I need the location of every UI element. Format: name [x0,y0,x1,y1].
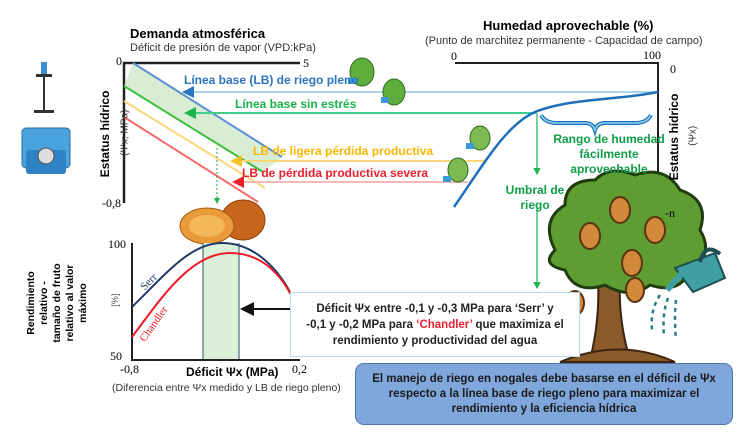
label-slight-loss: LB de ligera pérdida productiva [253,144,434,158]
moisture-subtitle: (Punto de marchitez permanente - Capacid… [425,35,703,47]
note-text: que maximiza el [472,319,564,331]
note-text: -0,1 y -0,2 MPa para [306,319,417,331]
vpd-x-min: 0 [116,54,122,68]
optimal-band [124,63,282,172]
vpd-subtitle: Déficit de presión de vapor (VPD:kPa) [130,42,316,54]
walnut-icon [179,199,266,245]
yield-y-title-line: tamaño de fruto [51,263,63,343]
moisture-x-min: 0 [451,49,457,63]
yield-y-title: Rendimiento relativo - tamaño de fruto r… [25,233,91,373]
soil-moisture-chart [452,62,659,290]
watering-can-icon [650,247,727,341]
vpd-x-max: 5 [303,56,309,70]
moisture-title: Humedad aprovechable (%) [483,18,654,33]
yield-x-max: 0,2 [292,362,307,376]
moisture-y-title: Estatus hídrico [667,93,682,181]
note-line: -0,1 y -0,2 MPa para ‘Chandler’ que maxi… [291,317,579,333]
leaf-character-icon [348,57,491,183]
walnut-tree-icon [547,169,708,363]
yield-y-min: 50 [110,349,122,363]
moisture-y-unit: (Ψx) [687,125,699,146]
threshold-label: Umbral de riego [505,183,565,212]
label-full-irrigation: Línea base (LB) de riego pleno [184,73,359,87]
yield-y-title-line: relativo al valor [64,264,76,342]
moisture-x-max: 100 [643,48,661,62]
moisture-y-bottom: -n [665,206,675,220]
yield-y-title-line: relativo - [38,281,50,325]
vpd-y-title: Estatus hídrico [98,90,113,178]
yield-y-max: 100 [108,237,126,251]
moisture-y-top: 0 [670,62,676,76]
yield-x-min: -0,8 [120,362,139,376]
vpd-title: Demanda atmosférica [130,26,266,41]
chandler-curve [131,251,295,338]
vpd-y-unit: (Ψx; MPa) [119,109,131,156]
yield-y-title-line: máximo [77,283,89,323]
note-line: rendimiento y productividad del agua [332,335,538,347]
yield-y-title-line: Rendimiento [25,271,37,335]
deficit-note: Déficit Ψx entre -0,1 y -0,3 MPa para ‘S… [290,292,580,357]
range-label: Rango de humedad fácilmente aprovechable [553,132,665,176]
line-slight-loss [123,100,266,189]
label-no-stress: Línea base sin estrés [235,97,357,111]
yield-y-unit: [%] [109,293,120,307]
pressure-chamber-icon [21,62,71,174]
label-severe-loss: LB de pérdida productiva severa [242,166,429,180]
note-line: Déficit Ψx entre -0,1 y -0,3 MPa para ‘S… [316,303,554,315]
vpd-y-min: -0,8 [102,196,121,210]
line-full-irrigation [132,62,283,158]
yield-chart [131,241,300,361]
yield-x-subtitle: (Diferencia entre Ψx medido y LB de rieg… [112,382,341,394]
retention-curve [452,90,659,208]
yield-x-title: Déficit Ψx (MPa) [186,365,279,379]
optimal-deficit-band [203,243,239,360]
conclusion-box: El manejo de riego en nogales debe basar… [355,363,733,425]
note-chandler: ‘Chandler’ [416,319,473,331]
